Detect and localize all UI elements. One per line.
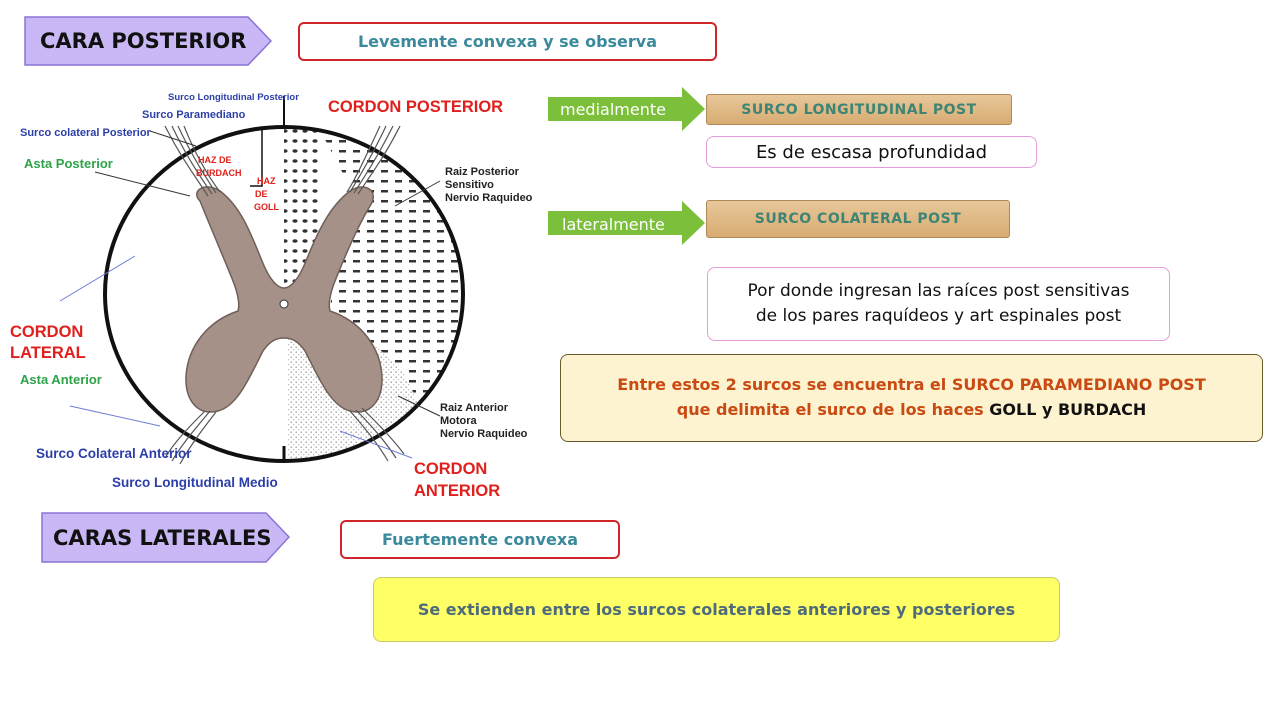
label-surco-longitudinal-medio: Surco Longitudinal Medio	[112, 475, 278, 490]
description-posterior: Levemente convexa y se observa	[298, 22, 717, 61]
arrow-label-medialmente: medialmente	[560, 100, 666, 119]
note-escasa-profundidad: Es de escasa profundidad	[706, 136, 1037, 168]
sulcus-colateral-post: SURCO COLATERAL POST	[706, 200, 1010, 238]
note-paramediano-line1: Entre estos 2 surcos se encuentra el SUR…	[561, 373, 1262, 398]
note-paramediano-line2: que delimita el surco de los haces GOLL …	[561, 398, 1262, 423]
note-raices-line2: de los pares raquídeos y art espinales p…	[755, 306, 1122, 326]
label-nervio-raquideo-anterior: Nervio Raquideo	[440, 428, 528, 440]
label-raiz-posterior: Raiz Posterior	[445, 166, 520, 178]
sulcus-longitudinal-post: SURCO LONGITUDINAL POST	[706, 94, 1012, 125]
heading-cara-posterior: CARA POSTERIOR	[24, 16, 272, 66]
label-surco-colateral-anterior: Surco Colateral Anterior	[36, 446, 192, 461]
label-nervio-raquideo-posterior: Nervio Raquideo	[445, 192, 533, 204]
heading-caras-laterales: CARAS LATERALES	[41, 512, 290, 563]
note-raices-line1: Por donde ingresan las raíces post sensi…	[747, 280, 1130, 301]
heading-shape	[24, 16, 272, 66]
label-asta-anterior: Asta Anterior	[20, 372, 102, 387]
label-de: DE	[255, 189, 268, 199]
note-paramediano-highlight-1: SURCO PARAMEDIANO POST	[951, 375, 1206, 395]
label-haz-de: HAZ DE	[198, 155, 232, 165]
heading-text: CARA POSTERIOR	[40, 29, 247, 53]
heading-shape-laterales	[41, 512, 290, 563]
note-surco-paramediano: Entre estos 2 surcos se encuentra el SUR…	[560, 354, 1263, 442]
label-cordon-lateral-1: CORDON	[10, 323, 83, 341]
label-burdach: BURDACH	[196, 168, 242, 178]
label-sensitivo: Sensitivo	[445, 179, 494, 191]
heading-text-laterales: CARAS LATERALES	[53, 525, 272, 550]
label-asta-posterior: Asta Posterior	[24, 156, 113, 171]
arrow-medialmente	[548, 87, 705, 131]
description-laterales: Fuertemente convexa	[340, 520, 620, 559]
label-motora: Motora	[440, 415, 478, 427]
label-cordon-anterior-1: CORDON	[414, 460, 487, 478]
note-raices-post: Por donde ingresan las raíces post sensi…	[707, 267, 1170, 341]
label-surco-paramediano: Surco Paramediano	[142, 109, 246, 121]
label-cordon-anterior-2: ANTERIOR	[414, 482, 500, 500]
arrow-label-lateralmente: lateralmente	[562, 215, 665, 234]
label-goll: GOLL	[254, 202, 279, 212]
label-cordon-posterior: CORDON POSTERIOR	[328, 98, 503, 116]
arrow-lateralmente	[548, 201, 705, 245]
note-paramediano-highlight-2: GOLL y BURDACH	[989, 400, 1147, 419]
note-paramediano-text-1: Entre estos 2 surcos se encuentra el	[617, 375, 952, 395]
label-surco-longitudinal-posterior: Surco Longitudinal Posterior	[168, 92, 299, 103]
label-cordon-lateral-2: LATERAL	[10, 344, 86, 362]
spinal-cord-diagram: Surco Longitudinal Posterior Surco Param…	[0, 66, 552, 508]
note-paramediano-text-2: que delimita el surco de los haces	[676, 400, 990, 419]
label-surco-colateral-posterior: Surco colateral Posterior	[20, 127, 152, 139]
label-haz: HAZ	[257, 176, 276, 186]
label-raiz-anterior: Raiz Anterior	[440, 402, 509, 414]
note-surcos-colaterales: Se extienden entre los surcos colaterale…	[373, 577, 1060, 642]
